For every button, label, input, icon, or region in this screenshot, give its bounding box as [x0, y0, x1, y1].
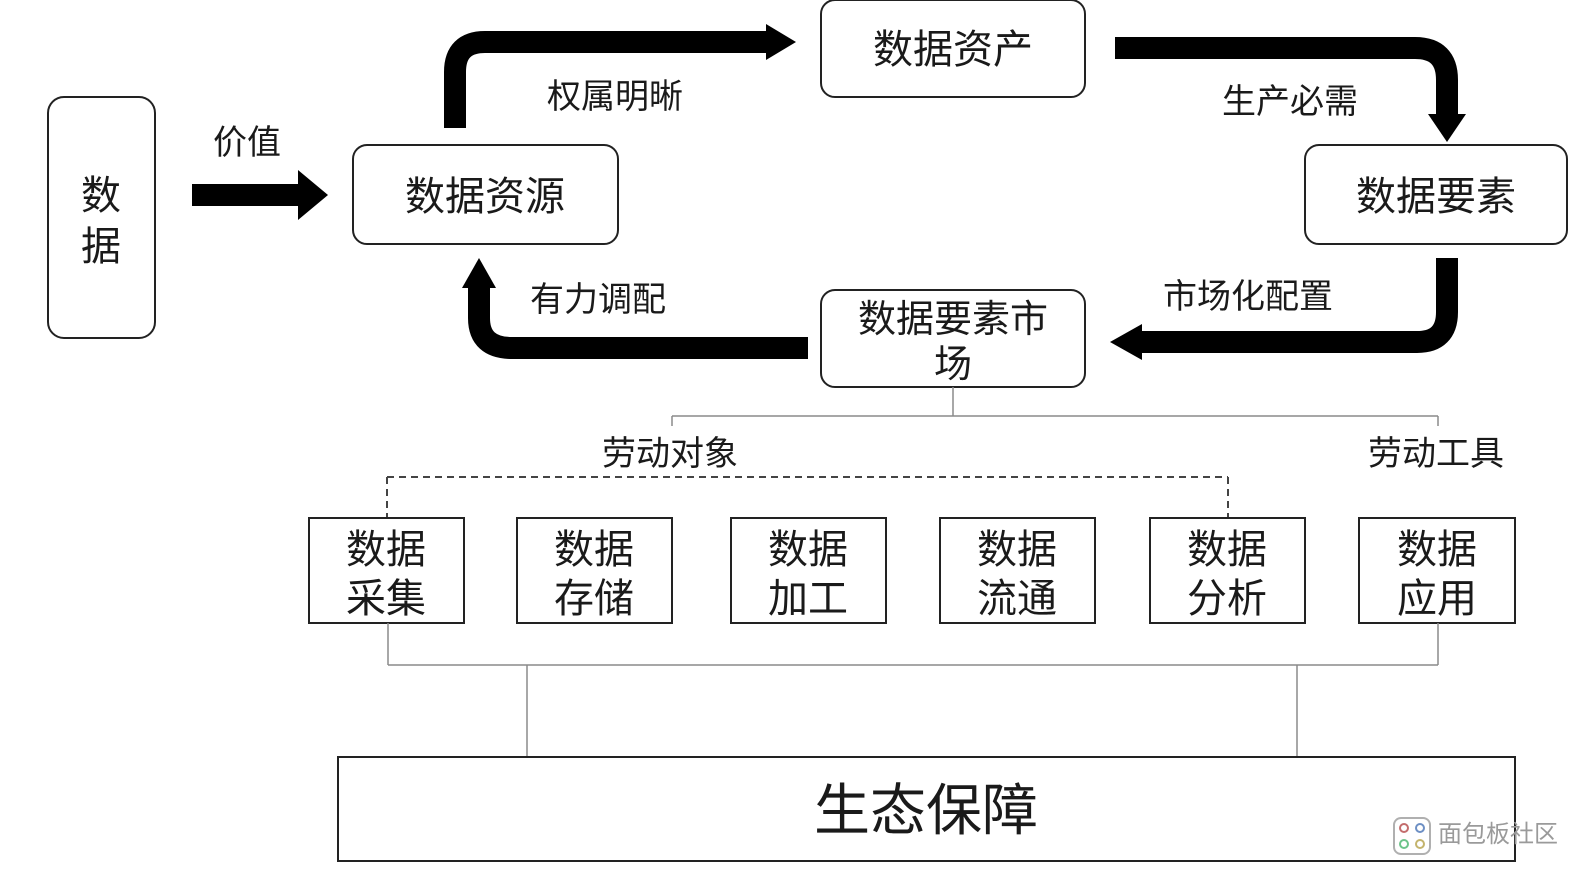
node-data-element-label: 数据要素	[1356, 174, 1516, 220]
stage-application: 数据 应用	[1358, 517, 1516, 624]
branch-connector	[671, 387, 1439, 426]
stage-storage: 数据 存储	[516, 517, 673, 624]
stage-circulation-line2: 流通	[977, 576, 1057, 622]
stage-circulation-line1: 数据	[977, 527, 1057, 573]
foundation-label: 生态保障	[814, 779, 1038, 844]
stage-application-line2: 应用	[1397, 576, 1477, 622]
stage-storage-line2: 存储	[554, 576, 634, 622]
watermark-text: 面包板社区	[1438, 820, 1558, 848]
stage-collection: 数据 采集	[308, 517, 465, 624]
stage-processing-line1: 数据	[768, 527, 848, 573]
node-data-asset-label: 数据资产	[873, 27, 1033, 73]
arrow-value	[192, 170, 328, 220]
labor-object-bracket	[386, 476, 1229, 518]
watermark: 面包板社区	[1393, 817, 1558, 855]
stage-processing-line2: 加工	[768, 576, 848, 622]
label-production-necessity: 生产必需	[1222, 82, 1358, 122]
label-clear-ownership: 权属明晰	[547, 77, 683, 117]
arrow-marketized-allocation	[1110, 258, 1458, 360]
node-data-element: 数据要素	[1304, 144, 1568, 245]
stage-processing: 数据 加工	[730, 517, 887, 624]
stage-collection-line1: 数据	[346, 527, 426, 573]
stage-analysis-line1: 数据	[1187, 527, 1267, 573]
stage-storage-line1: 数据	[554, 527, 634, 573]
label-value: 价值	[213, 123, 281, 163]
foundation-connector	[387, 623, 1439, 757]
node-data-element-market-label-1: 数据要素市	[858, 297, 1048, 341]
stage-application-line1: 数据	[1397, 527, 1477, 573]
arrow-clear-ownership	[444, 24, 796, 128]
label-labor-object: 劳动对象	[602, 434, 738, 474]
arrow-production-necessity	[1115, 37, 1466, 142]
node-data-element-market: 数据要素市 场	[820, 289, 1086, 388]
node-data-asset: 数据资产	[820, 0, 1086, 98]
node-data-label-1: 数	[81, 173, 121, 219]
node-data-label-2: 据	[81, 224, 121, 270]
foundation-ecosystem: 生态保障	[337, 756, 1516, 862]
arrow-effective-allocation	[462, 258, 808, 359]
stage-collection-line2: 采集	[346, 576, 426, 622]
label-labor-tool: 劳动工具	[1368, 434, 1504, 474]
watermark-logo-icon	[1393, 817, 1431, 855]
label-effective-allocation: 有力调配	[530, 280, 666, 320]
node-data: 数 据	[47, 96, 156, 339]
node-data-resource-label: 数据资源	[405, 174, 565, 220]
node-data-element-market-label-2: 场	[934, 342, 972, 386]
stage-circulation: 数据 流通	[939, 517, 1096, 624]
stage-analysis-line2: 分析	[1187, 576, 1267, 622]
stage-analysis: 数据 分析	[1149, 517, 1306, 624]
node-data-resource: 数据资源	[352, 144, 619, 245]
label-marketized-allocation: 市场化配置	[1163, 277, 1333, 317]
